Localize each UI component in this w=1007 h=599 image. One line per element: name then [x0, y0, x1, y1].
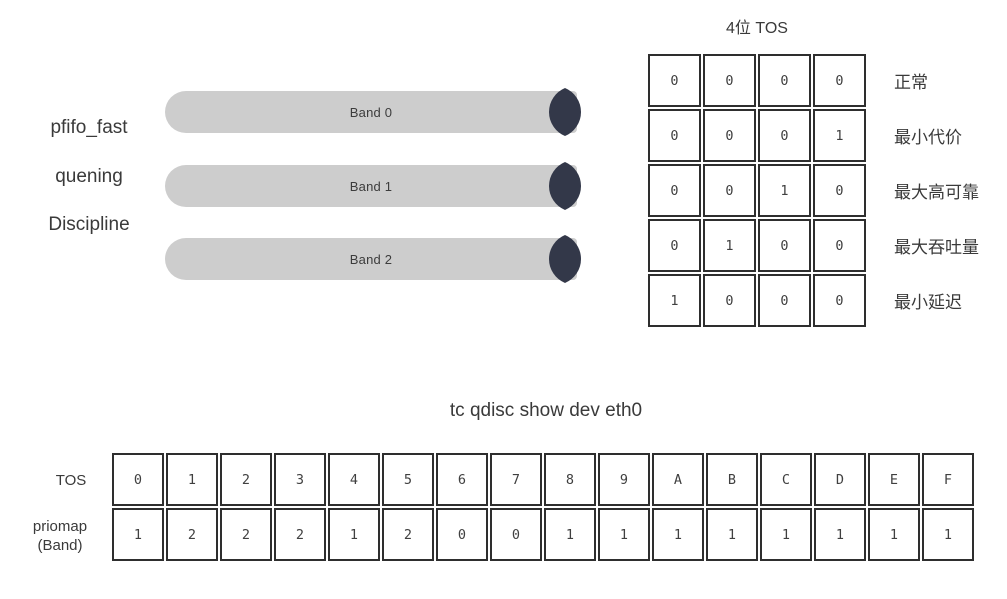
priomap-value-cell: 1 [544, 508, 596, 561]
tos-bit-cell: 1 [703, 219, 756, 272]
tos-value-cell: 6 [436, 453, 488, 506]
tos-bit-cell: 0 [703, 54, 756, 107]
tos-bit-cell: 0 [758, 274, 811, 327]
priomap-value-cell: 0 [490, 508, 542, 561]
priomap-value-cell: 1 [112, 508, 164, 561]
priomap-value-cell: 1 [868, 508, 920, 561]
tos-value-cell: F [922, 453, 974, 506]
band-2-cylinder: Band 2 [165, 235, 581, 283]
priomap-row-label-line1: priomap [32, 518, 88, 535]
tos-value-cell: 4 [328, 453, 380, 506]
tos-value-cell: 2 [220, 453, 272, 506]
tos-row-label-normal: 正常 [894, 73, 928, 92]
tos-value-cell: 8 [544, 453, 596, 506]
tos-bit-cell: 0 [648, 219, 701, 272]
tos-value-cell: D [814, 453, 866, 506]
tos-bit-cell: 1 [648, 274, 701, 327]
band-0-cylinder: Band 0 [165, 88, 581, 136]
band-0-pipe: Band 0 [165, 91, 577, 133]
tos-value-cell: 7 [490, 453, 542, 506]
tos-row-label-min-cost: 最小代价 [894, 128, 962, 147]
tos-value-cell: 5 [382, 453, 434, 506]
qdisc-label-line-3: Discipline [48, 214, 130, 235]
tos-value-cell: 9 [598, 453, 650, 506]
priomap-value-cell: 2 [382, 508, 434, 561]
tos-table-title: 4位 TOS [726, 20, 788, 37]
tos-value-cell: 1 [166, 453, 218, 506]
priomap-value-cell: 1 [760, 508, 812, 561]
tos-bit-cell: 0 [813, 219, 866, 272]
tos-bit-cell: 0 [703, 164, 756, 217]
tos-row-label-max-reliability: 最大高可靠 [894, 183, 979, 202]
priomap-value-cell: 1 [814, 508, 866, 561]
priomap-value-cell: 0 [436, 508, 488, 561]
priomap-value-cell: 1 [922, 508, 974, 561]
tos-bit-cell: 1 [758, 164, 811, 217]
tos-row-label-max-throughput: 最大吞吐量 [894, 238, 979, 257]
band-0-label: Band 0 [349, 104, 393, 120]
tos-table: 0 0 0 0 正常 0 0 0 1 最小代价 0 0 1 0 最大高可靠 0 … [648, 54, 979, 327]
priomap-value-cell: 1 [706, 508, 758, 561]
tos-bit-cell: 0 [813, 164, 866, 217]
priomap-table-title: tc qdisc show dev eth0 [449, 400, 643, 421]
band-2-cap-icon [549, 235, 581, 283]
priomap-value-cell: 2 [166, 508, 218, 561]
tos-bit-cell: 0 [648, 164, 701, 217]
tos-value-cell: E [868, 453, 920, 506]
tos-bit-cell: 0 [758, 109, 811, 162]
band-1-pipe: Band 1 [165, 165, 577, 207]
tos-row-label-min-delay: 最小延迟 [894, 293, 962, 312]
priomap-value-cell: 1 [652, 508, 704, 561]
qdisc-label-line-1: pfifo_fast [50, 117, 128, 138]
qdisc-label-line-2: quening [55, 166, 123, 187]
tos-bit-cell: 0 [648, 109, 701, 162]
tos-value-cell: C [760, 453, 812, 506]
tos-value-cell: 3 [274, 453, 326, 506]
band-2-label: Band 2 [349, 251, 393, 267]
priomap-value-cell: 2 [274, 508, 326, 561]
priomap-value-cell: 1 [598, 508, 650, 561]
tos-value-cell: A [652, 453, 704, 506]
band-1-label: Band 1 [349, 178, 393, 194]
band-1-cap-icon [549, 162, 581, 210]
tos-value-cell: 0 [112, 453, 164, 506]
tos-bit-cell: 0 [758, 219, 811, 272]
tos-bit-cell: 0 [813, 54, 866, 107]
tos-bit-cell: 0 [758, 54, 811, 107]
priomap-row-label-line2: (Band) [37, 537, 83, 554]
tos-value-cell: B [706, 453, 758, 506]
tos-bit-cell: 0 [648, 54, 701, 107]
priomap-value-cell: 2 [220, 508, 272, 561]
band-1-cylinder: Band 1 [165, 162, 581, 210]
priomap-table: 0 1 2 3 4 5 6 7 8 9 A B C D E F 1 2 2 2 … [112, 453, 974, 561]
tos-bit-cell: 0 [703, 274, 756, 327]
tos-bit-cell: 1 [813, 109, 866, 162]
band-0-cap-icon [549, 88, 581, 136]
tos-bit-cell: 0 [703, 109, 756, 162]
priomap-row-label-tos: TOS [55, 472, 87, 489]
band-2-pipe: Band 2 [165, 238, 577, 280]
tos-bit-cell: 0 [813, 274, 866, 327]
priomap-value-cell: 1 [328, 508, 380, 561]
priomap-row-label-priomap: priomap (Band) [13, 517, 107, 555]
